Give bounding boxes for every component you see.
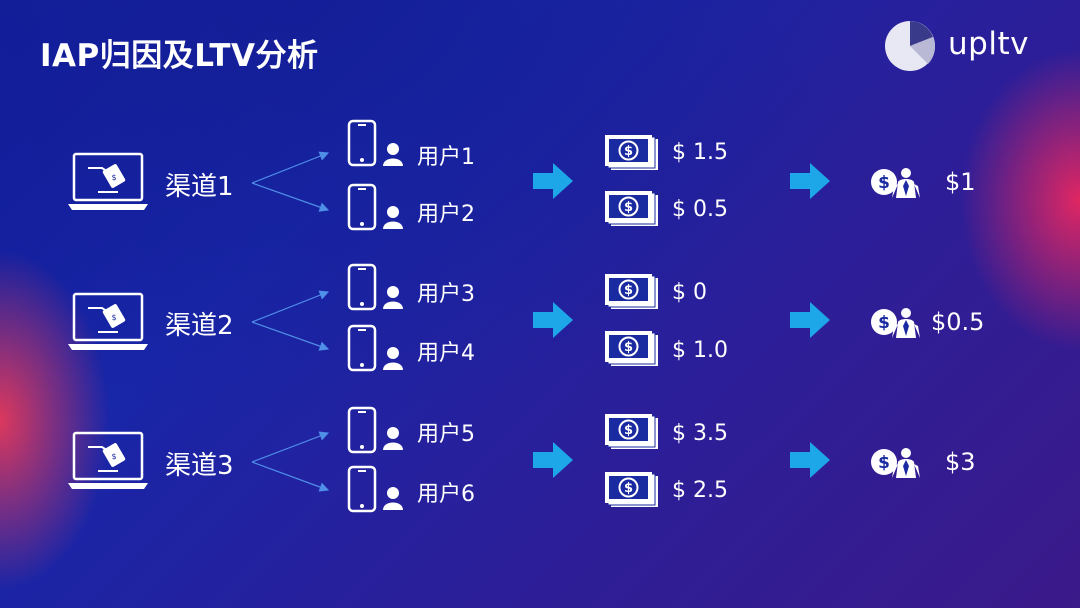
laptop-payment-icon [68,292,148,356]
page-title: IAP归因及LTV分析 [40,38,319,74]
cash-icon [604,273,660,313]
phone-icon [347,183,377,231]
ltv-user-icon [870,166,922,198]
channel-label: 渠道2 [165,311,234,341]
arrow-right-icon [533,442,573,478]
brand-logo: upltv [884,20,1054,72]
user-label: 用户3 [417,282,475,307]
connector-line [251,461,330,492]
person-icon [383,205,403,229]
user-label: 用户6 [417,482,475,507]
connector-line [251,290,330,323]
arrow-right-icon [790,442,830,478]
person-icon [383,486,403,510]
arrow-right-icon [533,302,573,338]
upltv-logo-icon [885,21,935,71]
channel-label: 渠道1 [165,172,234,202]
cash-icon [604,330,660,370]
user-label: 用户1 [417,145,475,170]
arrow-right-icon [790,163,830,199]
ltv-user-icon [870,446,922,478]
channel-label: 渠道3 [165,451,234,481]
logo-text: upltv [948,26,1029,62]
cash-icon [604,471,660,511]
revenue-amount: $ 2.5 [672,478,728,503]
arrow-right-icon [533,163,573,199]
user-label: 用户2 [417,202,475,227]
connector-line [251,431,330,463]
connector-line [251,182,330,212]
phone-icon [347,263,377,311]
ltv-user-icon [870,306,922,338]
revenue-amount: $ 0.5 [672,197,728,222]
user-label: 用户5 [417,422,475,447]
ltv-result: $0.5 [931,308,985,336]
phone-icon [347,119,377,167]
laptop-payment-icon [68,152,148,216]
revenue-amount: $ 1.5 [672,140,728,165]
cash-icon [604,190,660,230]
cash-icon [604,413,660,453]
arrow-right-icon [790,302,830,338]
person-icon [383,426,403,450]
cash-icon [604,134,660,174]
connector-line [251,151,330,184]
phone-icon [347,465,377,513]
person-icon [383,142,403,166]
phone-icon [347,406,377,454]
phone-icon [347,324,377,372]
person-icon [383,285,403,309]
ltv-result: $3 [945,448,976,476]
revenue-amount: $ 1.0 [672,338,728,363]
laptop-payment-icon [68,431,148,495]
revenue-amount: $ 3.5 [672,421,728,446]
ltv-result: $1 [945,168,976,196]
user-label: 用户4 [417,341,475,366]
revenue-amount: $ 0 [672,280,707,305]
connector-line [251,321,330,351]
person-icon [383,346,403,370]
